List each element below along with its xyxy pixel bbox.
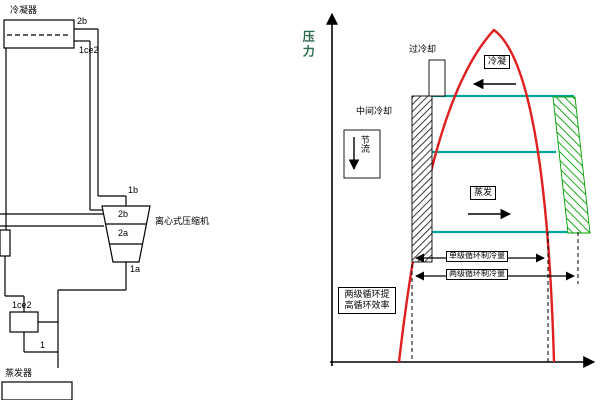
pipe-top-state-label: 2b (77, 16, 88, 26)
left-vessel-box (0, 229, 11, 257)
stage-high-label: 2b (118, 209, 129, 219)
single-stage-capacity-label: 单级循环制冷量 (446, 251, 508, 262)
pressure-axis-label: 压力 (301, 30, 316, 60)
pipe-mid-state-label: 1ce2 (79, 45, 99, 55)
subcool-box (428, 59, 446, 97)
condenser-box (3, 19, 75, 49)
valve-state-label: 1ce2 (12, 300, 32, 310)
node-1-label: 1 (40, 340, 46, 350)
throttle-label: 节流 (359, 135, 370, 153)
two-stage-capacity-label: 两级循环制冷量 (446, 269, 508, 280)
evaporate-label: 蒸发 (470, 186, 497, 200)
intercool-label: 中间冷却 (356, 106, 393, 116)
condense-label: 冷凝 (484, 55, 511, 69)
throttle-valve-box (9, 311, 39, 333)
condenser-label: 冷凝器 (10, 5, 38, 15)
port-bottom-state-label: 1a (130, 264, 141, 274)
compressor-trapezoid (101, 205, 151, 263)
port-top-state-label: 1b (128, 185, 139, 195)
work-saving-band (552, 96, 591, 234)
evaporator-label: 蒸发器 (5, 368, 33, 378)
stage-low-label: 2a (118, 228, 129, 238)
subcool-label: 过冷却 (409, 44, 437, 54)
efficiency-note: 两级循环提高循环效率 (338, 287, 396, 314)
throttle-hatched-strip (411, 95, 433, 263)
compressor-label: 离心式压缩机 (155, 216, 210, 226)
evaporator-box (1, 381, 73, 400)
